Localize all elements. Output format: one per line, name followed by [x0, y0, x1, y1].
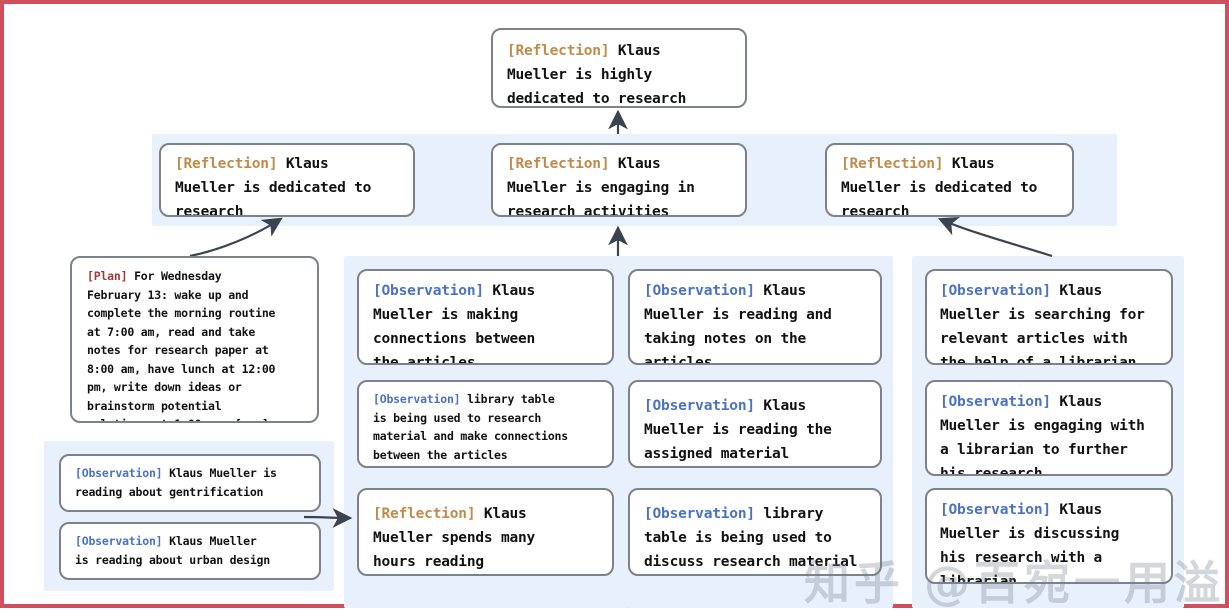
node-column-two-1[interactable]: [Observation] Klaus Mueller is making co…	[357, 269, 614, 365]
tag-plan: [Plan]	[87, 269, 128, 283]
node-column-four-2[interactable]: [Observation] Klaus Mueller is engaging …	[925, 380, 1173, 476]
node-text: Klaus Mueller is reading about gentrific…	[75, 466, 277, 499]
node-text: For Wednesday February 13: wake up and c…	[87, 269, 276, 421]
node-text: Klaus Mueller is dedicated to research	[175, 156, 372, 217]
node-reflection-2[interactable]: [Reflection] Klaus Mueller is engaging i…	[491, 143, 747, 217]
node-column-four-1[interactable]: [Observation] Klaus Mueller is searching…	[925, 269, 1173, 365]
node-column-two-3[interactable]: [Reflection] Klaus Mueller spends many h…	[357, 488, 614, 576]
node-text: library table is being used to research …	[373, 392, 568, 462]
node-text: Klaus Mueller is engaging in research ac…	[507, 156, 695, 217]
node-text: Klaus Mueller is reading and taking note…	[644, 283, 832, 365]
tag-observation: [Observation]	[75, 534, 163, 548]
node-text: Klaus Mueller spends many hours reading	[373, 506, 536, 570]
node-left-observation-1[interactable]: [Observation] Klaus Mueller is reading a…	[59, 454, 321, 512]
node-reflection-1[interactable]: [Reflection] Klaus Mueller is dedicated …	[159, 143, 415, 217]
tag-observation: [Observation]	[644, 398, 755, 414]
tag-observation: [Observation]	[940, 394, 1051, 410]
node-column-three-3[interactable]: [Observation] library table is being use…	[628, 488, 882, 576]
tag-reflection: [Reflection]	[841, 156, 944, 172]
tag-observation: [Observation]	[373, 392, 461, 406]
tag-reflection: [Reflection]	[507, 43, 610, 59]
node-column-four-3[interactable]: [Observation] Klaus Mueller is discussin…	[925, 488, 1173, 584]
tag-observation: [Observation]	[644, 506, 755, 522]
tag-reflection: [Reflection]	[507, 156, 610, 172]
tag-observation: [Observation]	[644, 283, 755, 299]
node-text: Klaus Mueller is reading about urban des…	[75, 534, 270, 567]
node-reflection-3[interactable]: [Reflection] Klaus Mueller is dedicated …	[825, 143, 1074, 217]
tag-observation: [Observation]	[373, 283, 484, 299]
tag-observation: [Observation]	[75, 466, 163, 480]
node-column-two-2[interactable]: [Observation] library table is being use…	[357, 380, 614, 468]
node-text: Klaus Mueller is dedicated to research	[841, 156, 1038, 217]
tag-reflection: [Reflection]	[373, 506, 476, 522]
node-text: Klaus Mueller is making connections betw…	[373, 283, 536, 365]
node-column-three-2[interactable]: [Observation] Klaus Mueller is reading t…	[628, 380, 882, 468]
node-text: Klaus Mueller is searching for relevant …	[940, 283, 1145, 365]
node-text: Klaus Mueller is highly dedicated to res…	[507, 43, 687, 107]
tag-observation: [Observation]	[940, 502, 1051, 518]
node-text: library table is being used to discuss r…	[644, 506, 858, 570]
tag-reflection: [Reflection]	[175, 156, 278, 172]
node-text: Klaus Mueller is reading the assigned ma…	[644, 398, 832, 462]
node-column-three-1[interactable]: [Observation] Klaus Mueller is reading a…	[628, 269, 882, 365]
tag-observation: [Observation]	[940, 283, 1051, 299]
node-left-observation-2[interactable]: [Observation] Klaus Mueller is reading a…	[59, 522, 321, 580]
node-text: Klaus Mueller is discussing his research…	[940, 502, 1120, 584]
node-plan[interactable]: [Plan] For Wednesday February 13: wake u…	[70, 256, 319, 423]
node-root-reflection[interactable]: [Reflection] Klaus Mueller is highly ded…	[491, 28, 747, 108]
node-text: Klaus Mueller is engaging with a librari…	[940, 394, 1145, 476]
